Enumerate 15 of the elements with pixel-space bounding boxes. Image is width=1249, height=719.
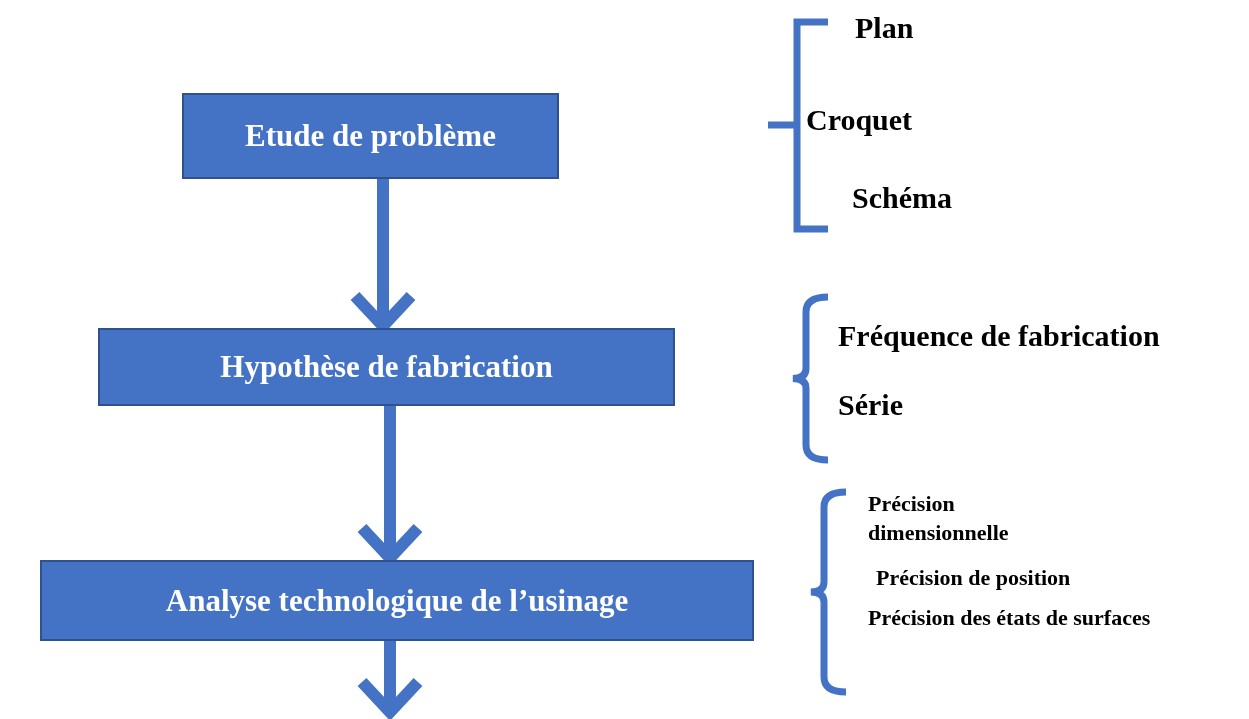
bracket-item-label: Croquet (806, 102, 913, 138)
bracket-item-label: Schéma (852, 180, 952, 216)
process-box (182, 93, 559, 179)
box-label: Etude de problème (245, 118, 496, 154)
bracket-item-label: Fréquence de fabrication (838, 318, 1160, 354)
bracket-item-label: Précision dimensionnelle (868, 490, 1010, 547)
bracket-item-label: Série (838, 387, 903, 423)
box-label: Hypothèse de fabrication (220, 349, 553, 385)
bracket-item-label: Plan (855, 10, 914, 46)
arrow (356, 641, 424, 718)
process-box (40, 560, 754, 641)
bracket-item-label: Précision de position (876, 564, 1071, 592)
bracket-item-label: Précision des états de surfaces (868, 604, 1152, 632)
box-label: Analyse technologique de l’usinage (165, 582, 629, 619)
process-box (98, 328, 675, 406)
